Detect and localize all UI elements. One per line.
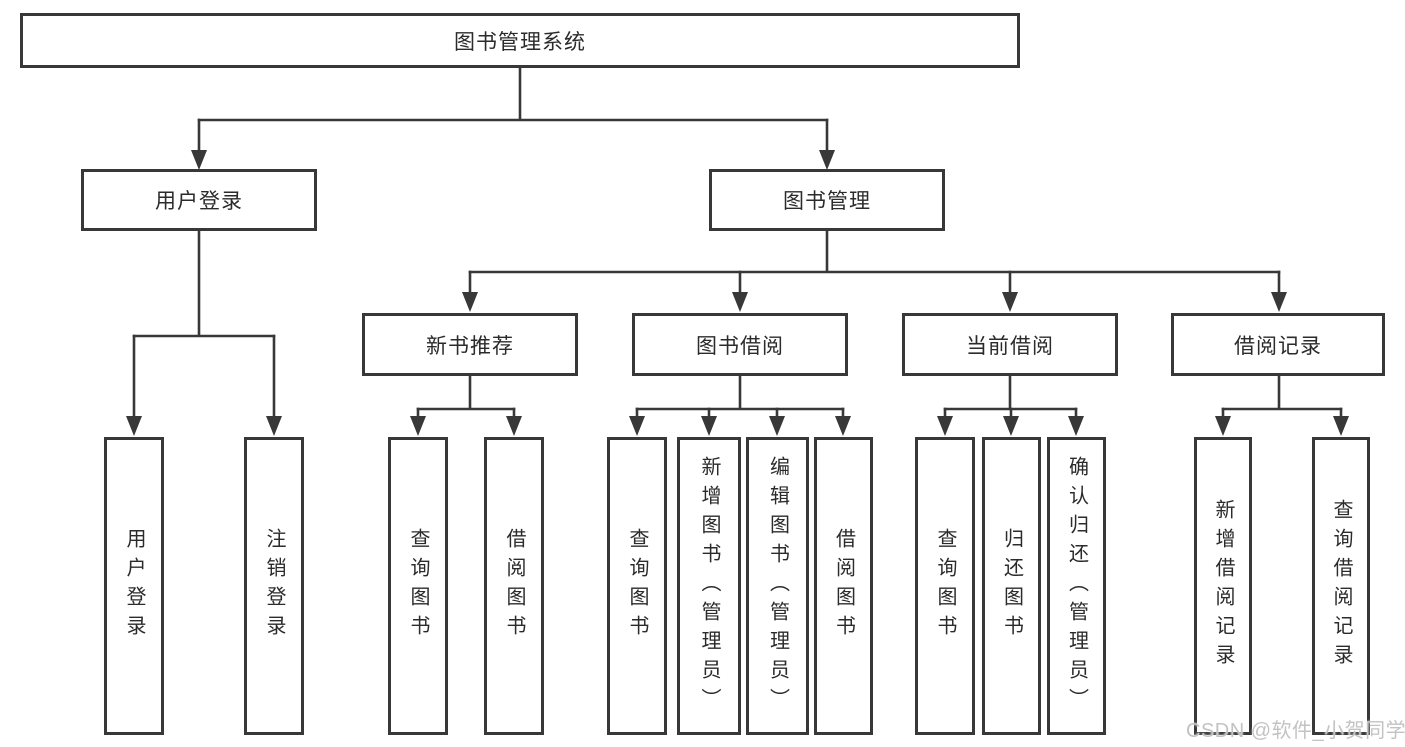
node-new-book-recommendation-label: 新书推荐: [426, 334, 514, 358]
connector-borrow-children: [629, 376, 851, 436]
leaf-borrow-books: 借阅图书: [814, 437, 873, 735]
leaf-borrow-books-label: 借阅图书: [832, 528, 855, 644]
leaf-query-borrow-record-label: 查询借阅记录: [1330, 499, 1352, 673]
leaf-confirm-return-admin-label: 确认归还（管理员）: [1065, 455, 1088, 717]
node-root-system: 图书管理系统: [20, 13, 1020, 68]
leaf-query-borrow-record: 查询借阅记录: [1312, 437, 1370, 735]
node-book-borrowing-label: 图书借阅: [696, 334, 784, 358]
node-user-login: 用户登录: [81, 169, 317, 231]
node-borrowing-records-label: 借阅记录: [1234, 334, 1322, 358]
leaf-edit-books-admin: 编辑图书（管理员）: [746, 437, 809, 735]
leaf-add-books-admin: 新增图书（管理员）: [677, 437, 741, 735]
node-root-system-label: 图书管理系统: [454, 30, 586, 54]
node-borrowing-records: 借阅记录: [1171, 313, 1385, 376]
node-current-borrowing-label: 当前借阅: [966, 334, 1054, 358]
connector-records-children: [1215, 376, 1349, 436]
leaf-return-books-label: 归还图书: [1000, 528, 1023, 644]
node-current-borrowing: 当前借阅: [902, 313, 1118, 376]
csdn-watermark: CSDN @软件_小贺同学: [1186, 720, 1405, 742]
leaf-borrow-query-books-label: 查询图书: [626, 528, 648, 644]
leaf-user-login: 用户登录: [104, 437, 164, 735]
node-book-borrowing: 图书借阅: [632, 313, 848, 376]
leaf-user-login-label: 用户登录: [123, 528, 145, 644]
leaf-newbook-query-books: 查询图书: [388, 437, 448, 735]
leaf-edit-books-admin-label: 编辑图书（管理员）: [766, 455, 789, 717]
leaf-add-borrow-record-label: 新增借阅记录: [1212, 499, 1234, 673]
leaf-add-books-admin-label: 新增图书（管理员）: [698, 455, 720, 717]
leaf-newbook-borrow-books: 借阅图书: [484, 437, 544, 735]
node-book-management-label: 图书管理: [783, 190, 871, 213]
leaf-logout: 注销登录: [244, 437, 304, 735]
connector-new-book-children: [410, 376, 522, 436]
leaf-confirm-return-admin: 确认归还（管理员）: [1047, 437, 1106, 735]
node-user-login-label: 用户登录: [155, 190, 243, 213]
leaf-borrow-query-books: 查询图书: [607, 437, 667, 735]
leaf-current-query-books: 查询图书: [915, 437, 975, 735]
connector-root-to-level2: [191, 68, 835, 170]
connector-user-login-children: [126, 231, 282, 436]
leaf-newbook-borrow-books-label: 借阅图书: [503, 528, 525, 644]
leaf-add-borrow-record: 新增借阅记录: [1194, 437, 1252, 735]
node-book-management: 图书管理: [709, 169, 945, 231]
node-new-book-recommendation: 新书推荐: [362, 313, 578, 376]
connector-current-children: [937, 376, 1084, 436]
leaf-newbook-query-books-label: 查询图书: [407, 528, 429, 644]
leaf-logout-label: 注销登录: [263, 528, 285, 644]
connector-book-mgmt-modules: [462, 231, 1287, 312]
leaf-return-books: 归还图书: [982, 437, 1041, 735]
leaf-current-query-books-label: 查询图书: [934, 528, 956, 644]
